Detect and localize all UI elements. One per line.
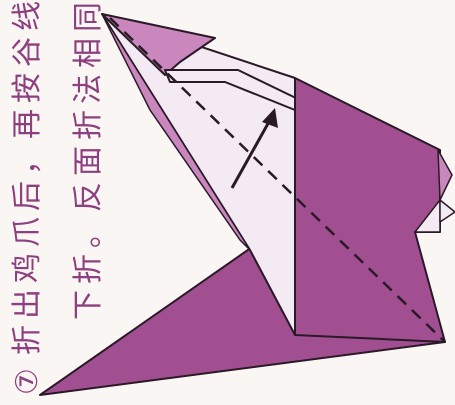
upper-spike [101,13,216,76]
mid-inner-strip [101,13,251,251]
claw-tip-upper [437,149,453,201]
step-text-line2: 下折。反面折法相同。 [71,0,106,320]
valley-fold-arrow [230,108,278,189]
claw-tip-lower [439,199,455,223]
step-marker: ⑦ [10,368,45,395]
valley-fold-dashed-line [109,17,446,343]
step-text-line1: 折出鸡爪后，再按谷线 [10,0,45,355]
